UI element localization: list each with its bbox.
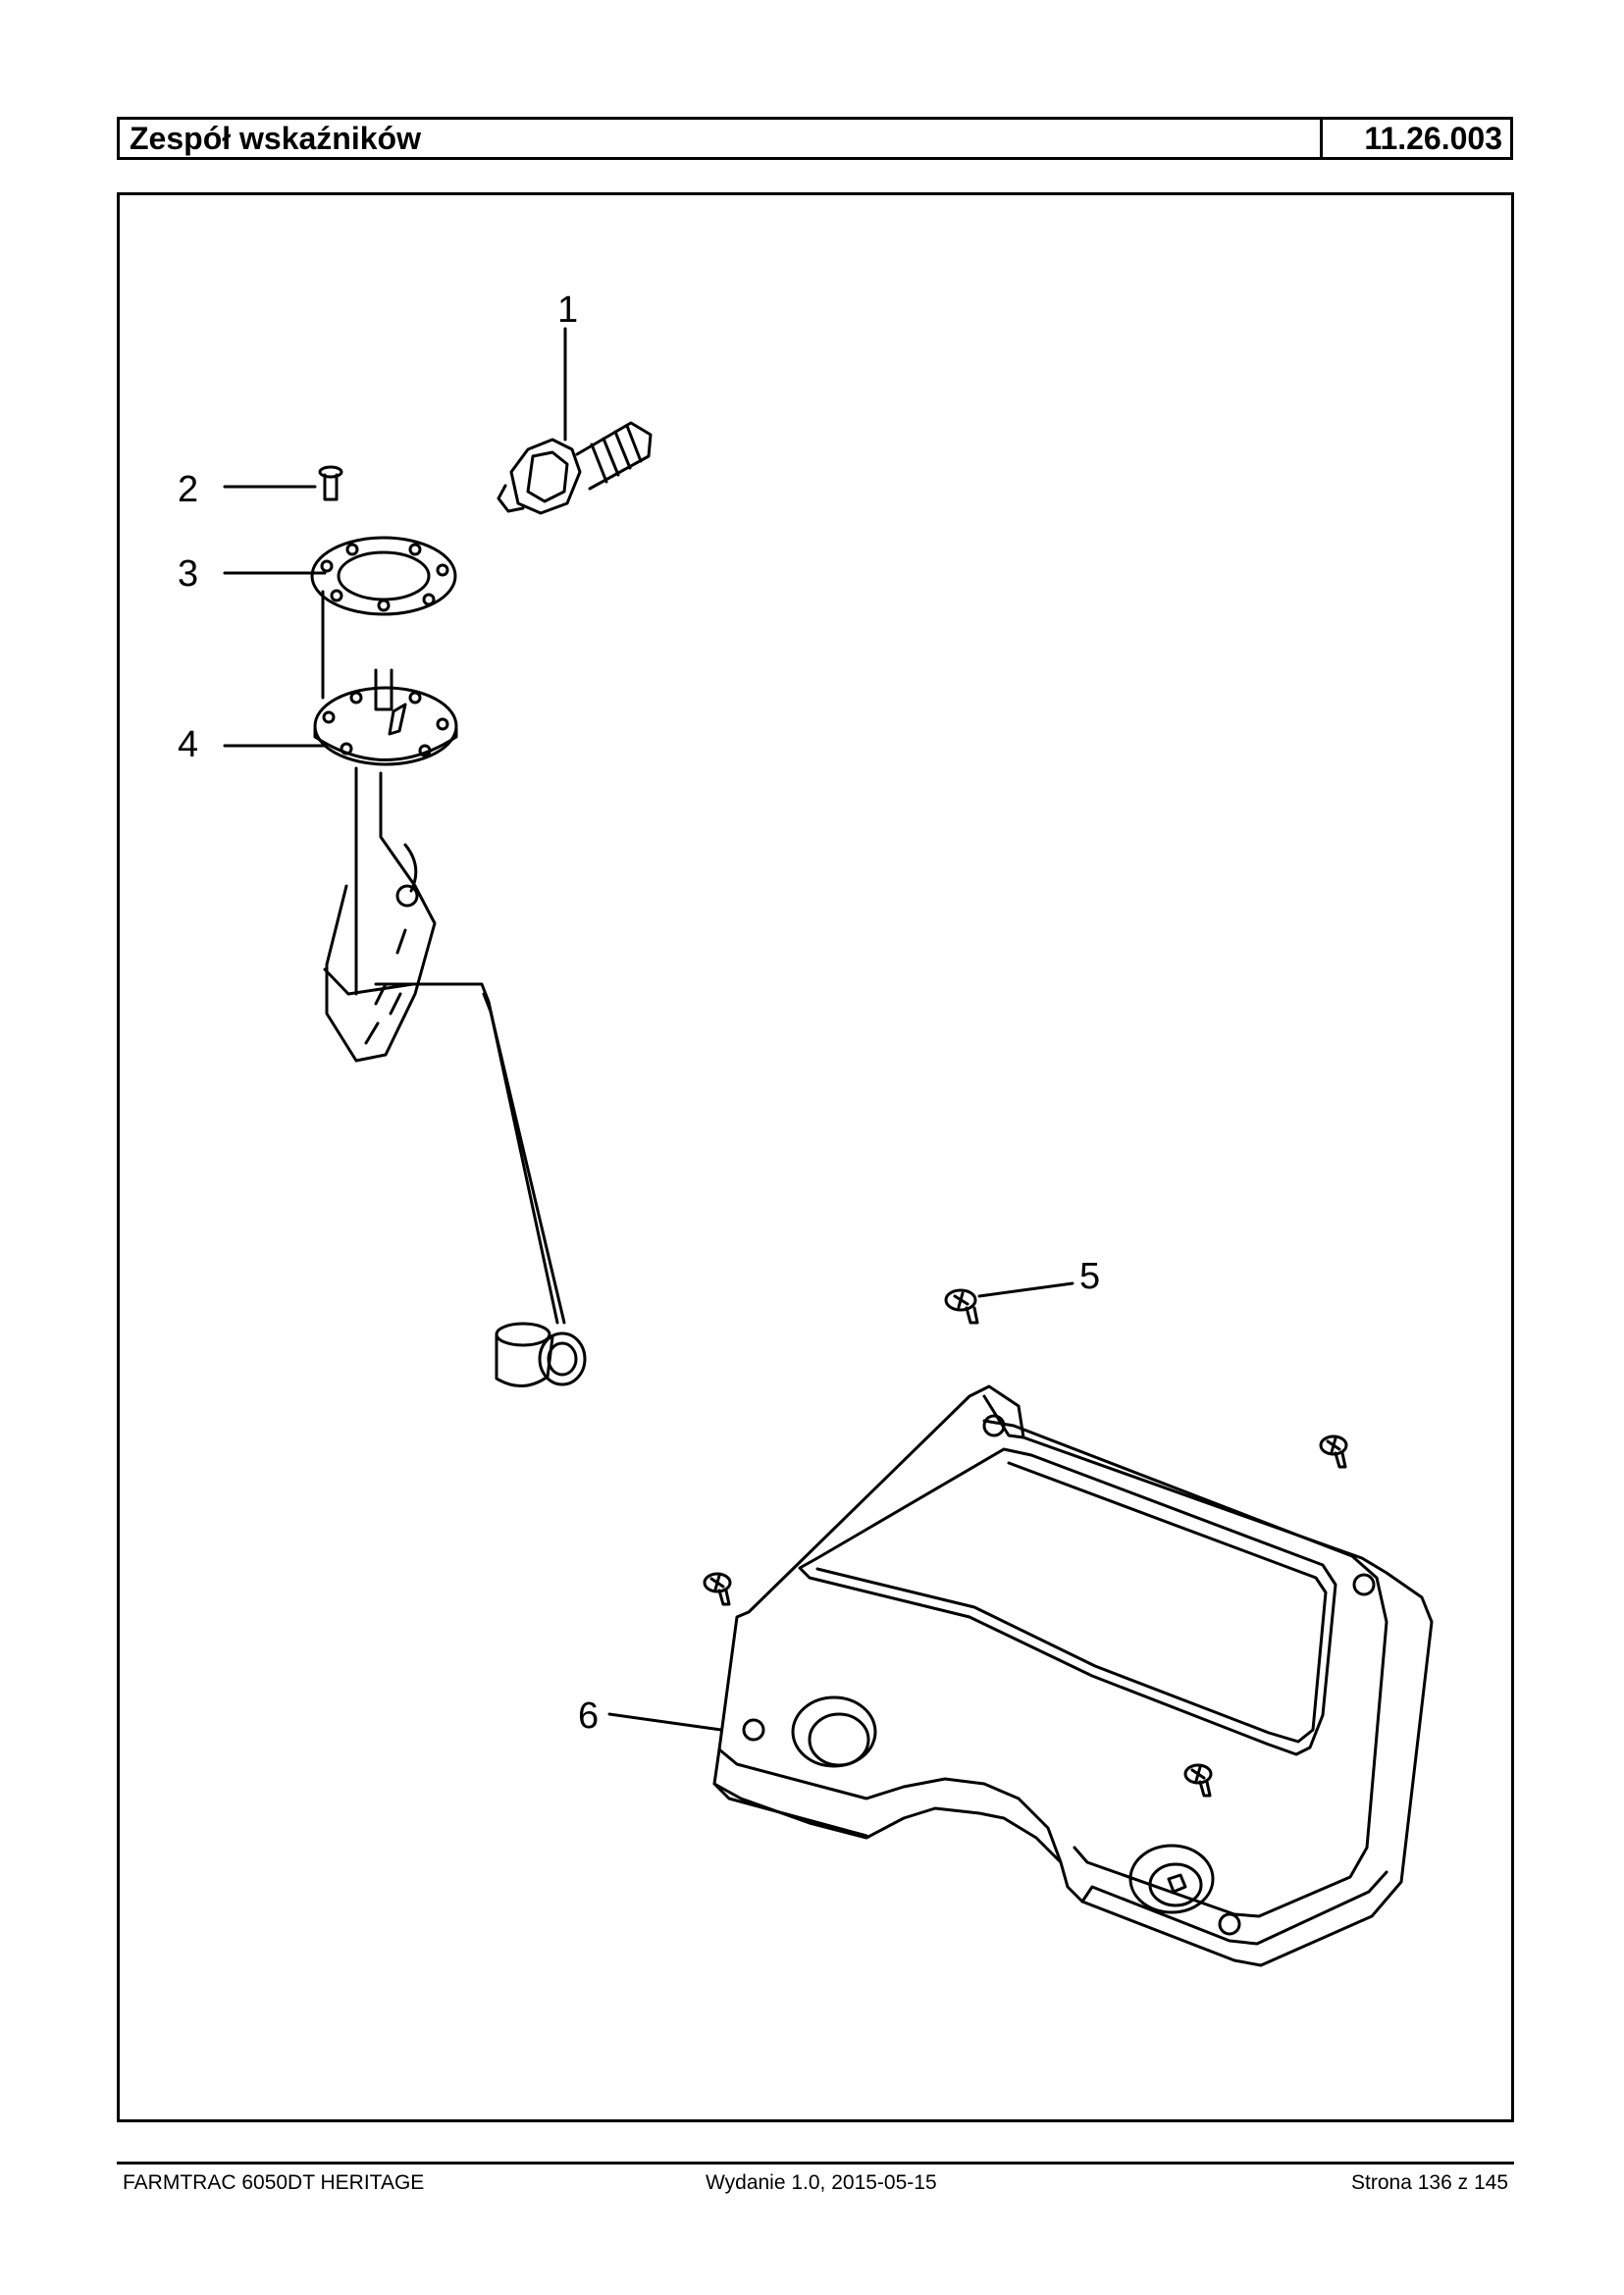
part-2-screw	[318, 465, 343, 501]
parts-drawing-frame: 1 2 3 4	[117, 192, 1514, 2122]
footer-model: FARMTRAC 6050DT HERITAGE	[123, 2171, 425, 2194]
callout-6: 6	[578, 1695, 599, 1737]
callout-5: 5	[1079, 1256, 1100, 1297]
footer-page-number: Strona 136 z 145	[1351, 2171, 1508, 2194]
part-3-gasket	[310, 536, 457, 616]
section-title: Zespół wskaźników	[120, 120, 1323, 157]
footer-edition: Wydanie 1.0, 2015-05-15	[706, 2171, 937, 2194]
callout-1: 1	[557, 289, 578, 331]
page-footer: FARMTRAC 6050DT HERITAGE Wydanie 1.0, 20…	[117, 2171, 1514, 2201]
part-6-instrument-housing	[712, 1384, 1434, 1967]
part-5-screw-inner	[1183, 1763, 1213, 1798]
callout-2: 2	[178, 469, 198, 510]
section-code: 11.26.003	[1364, 121, 1502, 156]
part-5-screw-top	[944, 1288, 979, 1325]
callout-3: 3	[178, 553, 198, 595]
page-header: Zespół wskaźników 11.26.003	[117, 117, 1513, 160]
part-5-screw-right	[1319, 1434, 1348, 1469]
exploded-parts-diagram: 1 2 3 4	[178, 289, 1434, 1967]
footer-rule	[117, 2162, 1514, 2165]
part-1-sender	[497, 421, 653, 515]
part-5-screw-left	[703, 1572, 732, 1606]
part-4-level-sender	[313, 668, 587, 1387]
callout-4: 4	[178, 724, 198, 765]
